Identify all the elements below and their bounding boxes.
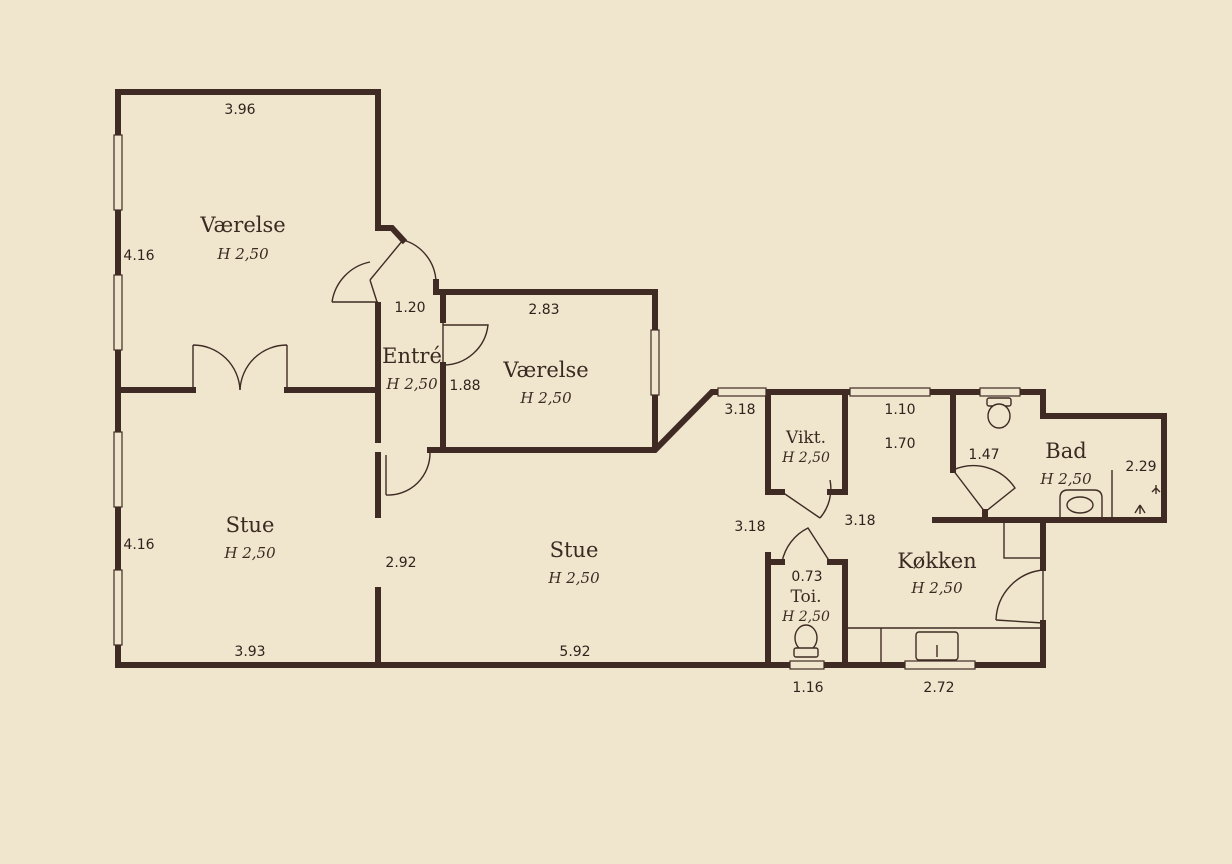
- window-bad: [979, 387, 1021, 397]
- window-bedroom-1b: [113, 274, 123, 351]
- room-name-vikt: Vikt.: [785, 428, 826, 448]
- door-entre-stue: [385, 451, 431, 496]
- door-bedroom-stue-right: [239, 344, 288, 391]
- door-entry-arc: [331, 261, 371, 303]
- dim-vikt-hall-depth: 1.70: [884, 436, 915, 452]
- dim-hall-depth-1: 3.18: [734, 519, 765, 535]
- dim-entre-width: 1.20: [394, 300, 425, 316]
- windows: [113, 134, 1021, 670]
- dim-vaerelse-2-depth: 1.88: [449, 378, 480, 394]
- dim-kokken-width: 2.72: [923, 680, 954, 696]
- wall-bedroom-top: [115, 89, 381, 231]
- kitchen-counter: [847, 627, 1040, 662]
- window-stue-1b: [113, 569, 123, 646]
- window-bedroom-1a: [113, 134, 123, 211]
- dim-vaerelse-2-width: 2.83: [528, 302, 559, 318]
- room-height-kokken: H 2,50: [910, 579, 963, 597]
- shower-icon: [1111, 470, 1161, 517]
- room-name-kokken: Køkken: [897, 549, 976, 573]
- window-stue-1a: [113, 431, 123, 508]
- wall-vikt-left: [765, 389, 785, 495]
- room-height-toi: H 2,50: [781, 609, 830, 625]
- fixtures: [793, 397, 1161, 662]
- dim-vaerelse-1-depth: 4.16: [123, 248, 154, 264]
- room-name-vaerelse-2: Værelse: [502, 358, 588, 382]
- room-height-vikt: H 2,50: [781, 450, 830, 466]
- window-hall: [717, 387, 767, 397]
- door-toi: [781, 527, 831, 563]
- door-vikt: [781, 479, 832, 519]
- walls: [115, 89, 1167, 668]
- room-name-bad: Bad: [1045, 439, 1086, 463]
- room-height-entre: H 2,50: [385, 375, 438, 393]
- wall-entre-door-jamb: [375, 225, 408, 245]
- dim-stue-2-width: 5.92: [559, 644, 590, 660]
- room-name-stue-1: Stue: [226, 513, 275, 537]
- room-name-vaerelse-1: Værelse: [199, 213, 285, 237]
- window-vikt-hall: [849, 387, 931, 397]
- room-name-toi: Toi.: [790, 587, 821, 607]
- window-bedroom-2: [650, 329, 660, 396]
- dim-bad-width: 1.47: [968, 447, 999, 463]
- dim-vikt-hall-width: 1.10: [884, 402, 915, 418]
- room-height-bad: H 2,50: [1039, 470, 1092, 488]
- window-kitchen: [904, 660, 976, 670]
- room-height-stue-1: H 2,50: [223, 544, 276, 562]
- dimension-labels: 3.96 4.16 4.16 3.93 1.20 2.83 1.88 2.92 …: [123, 102, 1156, 696]
- room-height-vaerelse-1: H 2,50: [216, 245, 269, 263]
- dim-hall-width: 3.18: [724, 402, 755, 418]
- doors: [192, 239, 1044, 624]
- dim-stue-1-depth: 4.16: [123, 537, 154, 553]
- dim-vaerelse-1-width: 3.96: [224, 102, 255, 118]
- room-name-entre: Entré: [382, 344, 442, 368]
- dim-bad-depth: 2.29: [1125, 459, 1156, 475]
- toilet-icon: [986, 397, 1012, 429]
- window-toi: [789, 660, 825, 670]
- door-entry-arc-2: [402, 239, 437, 283]
- wall-upper-right: [427, 389, 1167, 523]
- room-height-stue-2: H 2,50: [547, 569, 600, 587]
- door-kitchen: [995, 568, 1044, 624]
- dim-stue-1-width: 3.93: [234, 644, 265, 660]
- dim-toi-outer-width: 1.16: [792, 680, 823, 696]
- room-name-stue-2: Stue: [550, 538, 599, 562]
- dim-stue-2-opening: 2.92: [385, 555, 416, 571]
- door-bad: [952, 465, 1016, 513]
- kitchen-cabinet: [1003, 521, 1043, 559]
- dim-toi-width: 0.73: [791, 569, 822, 585]
- toi-toilet-icon: [793, 624, 819, 658]
- room-height-vaerelse-2: H 2,50: [519, 389, 572, 407]
- room-labels: Værelse H 2,50 Entré H 2,50 Værelse H 2,…: [199, 213, 1092, 625]
- door-entry-leaf: [369, 239, 404, 306]
- sink-icon: [1059, 489, 1103, 517]
- dim-hall-depth-2: 3.18: [844, 513, 875, 529]
- door-bedroom2: [442, 320, 489, 366]
- door-bedroom-stue-left: [192, 344, 241, 391]
- wall-vikt-right: [827, 389, 848, 495]
